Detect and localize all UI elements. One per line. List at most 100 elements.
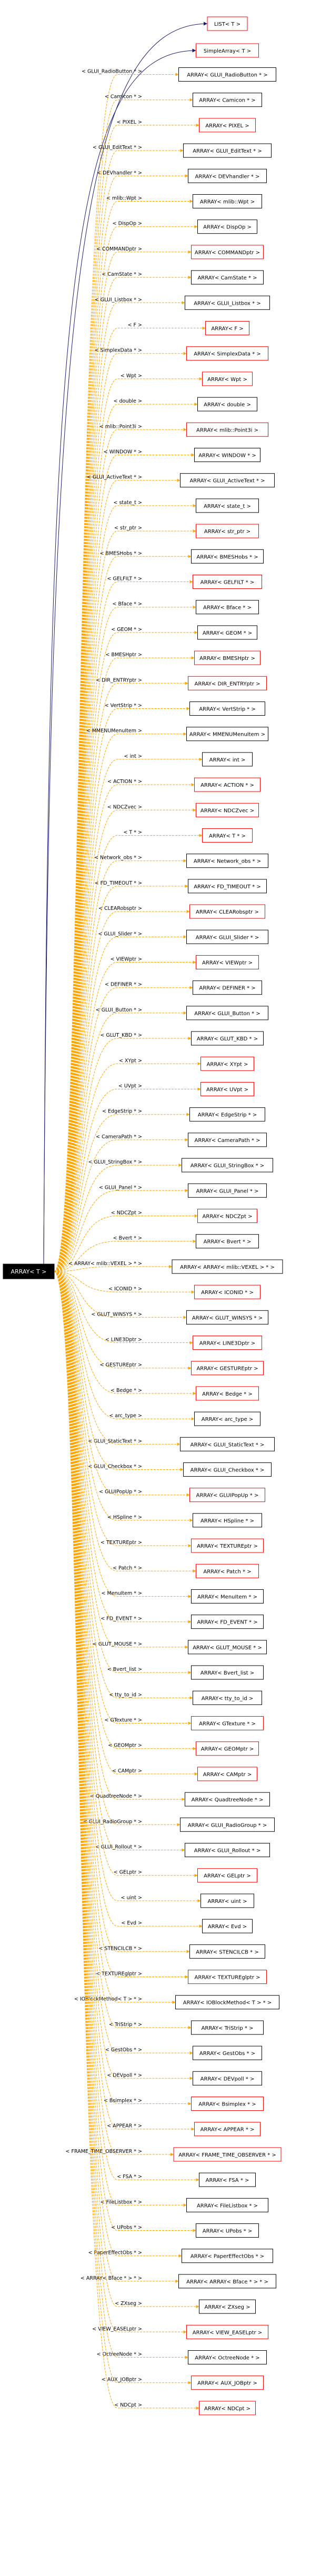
instantiation-node[interactable]: ARRAY< GELFILT * > xyxy=(193,575,262,589)
instantiation-node[interactable]: ARRAY< ICONID * > xyxy=(194,1285,260,1299)
instantiation-node[interactable]: ARRAY< str_ptr > xyxy=(196,524,259,538)
instantiation-node[interactable]: ARRAY< GLUI_StringBox * > xyxy=(182,1158,273,1172)
instantiation-node[interactable]: ARRAY< TEXTUREptr > xyxy=(191,1538,264,1553)
instantiation-node[interactable]: ARRAY< DIR_ENTRYptr > xyxy=(188,676,267,690)
instantiation-node[interactable]: ARRAY< F > xyxy=(205,321,249,335)
instantiation-node[interactable]: ARRAY< EdgeStrip * > xyxy=(189,1107,265,1122)
instantiation-node[interactable]: ARRAY< GLUT_MOUSE * > xyxy=(188,1640,267,1655)
instantiation-node[interactable]: ARRAY< GLUI_Listbox * > xyxy=(185,295,270,310)
instantiation-node[interactable]: ARRAY< Bvert_list > xyxy=(191,1665,264,1680)
instantiation-node[interactable]: ARRAY< GLUI_Checkbox * > xyxy=(183,1462,272,1477)
instantiation-node[interactable]: ARRAY< GLUI_Button * > xyxy=(186,1006,268,1020)
instantiation-node[interactable]: ARRAY< NDCZpt > xyxy=(197,1209,257,1223)
instantiation-node[interactable]: ARRAY< QuadtreeNode * > xyxy=(185,1792,270,1807)
instantiation-node[interactable]: ARRAY< OctreeNode * > xyxy=(188,2350,267,2364)
instantiation-node[interactable]: ARRAY< GLUT_WINSYS * > xyxy=(186,1310,268,1325)
instantiation-node[interactable]: ARRAY< PaperEffectObs * > xyxy=(182,2249,273,2263)
instantiation-node[interactable]: ARRAY< GEOMptr > xyxy=(196,1741,259,1756)
instantiation-node[interactable]: ARRAY< GLUIPopUp * > xyxy=(189,1488,265,1502)
instantiation-node[interactable]: ARRAY< DEVpoll * > xyxy=(193,2071,262,2086)
instantiation-node[interactable]: ARRAY< GLUI_ActiveText * > xyxy=(180,473,275,488)
instantiation-node[interactable]: ARRAY< GLUI_Slider * > xyxy=(186,929,268,944)
instantiation-node[interactable]: ARRAY< tty_to_id > xyxy=(193,1690,262,1705)
instantiation-node[interactable]: ARRAY< ARRAY< Bface * > * > xyxy=(178,2274,276,2289)
instantiation-node[interactable]: ARRAY< VertStrip * > xyxy=(189,701,265,716)
instantiation-node[interactable]: ARRAY< GLUI_RadioGroup * > xyxy=(180,1817,275,1832)
template-edge-label: < EdgeStrip * > xyxy=(102,1109,142,1115)
instantiation-node[interactable]: ARRAY< DEFINER * > xyxy=(193,980,262,995)
instantiation-node[interactable]: ARRAY< XYpt > xyxy=(200,1056,254,1071)
instantiation-node[interactable]: ARRAY< NDCpt > xyxy=(199,2401,256,2415)
base-node[interactable]: LIST< T > xyxy=(207,16,248,31)
instantiation-node[interactable]: ARRAY< CAMptr > xyxy=(197,1767,257,1781)
instantiation-node[interactable]: ARRAY< arc_type > xyxy=(194,1411,260,1426)
root-node[interactable]: ARRAY< T > xyxy=(3,1264,55,1279)
instantiation-node[interactable]: ARRAY< Wpt > xyxy=(202,372,253,386)
instantiation-node[interactable]: ARRAY< Evd > xyxy=(202,1919,253,1933)
instantiation-node[interactable]: ARRAY< IOBlockMethod< T > * > xyxy=(175,1995,279,2010)
instantiation-node[interactable]: ARRAY< APPEAR * > xyxy=(194,2122,260,2137)
instantiation-node[interactable]: ARRAY< Bedge * > xyxy=(196,1386,259,1401)
instantiation-node-box xyxy=(191,2375,264,2390)
instantiation-node[interactable]: ARRAY< GELptr > xyxy=(197,1868,257,1883)
instantiation-node[interactable]: ARRAY< FD_TIMEOUT * > xyxy=(188,879,267,894)
instantiation-node[interactable]: ARRAY< mlib::Point3i > xyxy=(186,422,268,437)
instantiation-node[interactable]: ARRAY< uint > xyxy=(200,1893,254,1908)
instantiation-node[interactable]: ARRAY< FileListbox * > xyxy=(186,2198,268,2212)
instantiation-node[interactable]: ARRAY< double > xyxy=(197,397,257,412)
instantiation-node[interactable]: ARRAY< Bsimplex * > xyxy=(191,2097,264,2111)
instantiation-node[interactable]: ARRAY< DispOp > xyxy=(197,219,257,234)
instantiation-node[interactable]: ARRAY< CLEARobsptr > xyxy=(189,904,265,919)
instantiation-node[interactable]: ARRAY< PIXEL > xyxy=(199,118,256,133)
instantiation-node[interactable]: ARRAY< GLUI_Panel * > xyxy=(188,1183,267,1198)
instantiation-node[interactable]: ARRAY< GLUI_StaticText * > xyxy=(180,1437,275,1451)
instantiation-node[interactable]: ARRAY< ZXseg > xyxy=(199,2299,256,2314)
instantiation-node[interactable]: ARRAY< Bvert * > xyxy=(196,1234,259,1249)
instantiation-node[interactable]: ARRAY< FSA * > xyxy=(199,2172,256,2187)
instantiation-node[interactable]: ARRAY< FD_EVENT * > xyxy=(191,1615,264,1629)
instantiation-node[interactable]: ARRAY< CamState * > xyxy=(191,270,264,285)
instantiation-node[interactable]: ARRAY< ACTION * > xyxy=(194,777,260,792)
instantiation-node[interactable]: ARRAY< LINE3Dptr > xyxy=(193,1336,262,1350)
instantiation-node[interactable]: ARRAY< NDCZvec > xyxy=(196,803,259,817)
instantiation-node[interactable]: ARRAY< AUX_JOBptr > xyxy=(191,2375,264,2390)
instantiation-node[interactable]: ARRAY< T * > xyxy=(202,828,253,843)
base-node[interactable]: SimpleArray< T > xyxy=(196,43,259,58)
instantiation-node[interactable]: ARRAY< UVpt > xyxy=(200,1082,254,1096)
instantiation-node[interactable]: ARRAY< mlib::Wpt > xyxy=(193,194,262,208)
instantiation-node[interactable]: ARRAY< CameraPath * > xyxy=(188,1132,267,1147)
instantiation-node[interactable]: ARRAY< GLUI_Rollout * > xyxy=(185,1843,270,1857)
instantiation-node[interactable]: ARRAY< BMESHobs * > xyxy=(191,549,264,564)
instantiation-node[interactable]: ARRAY< GEOM * > xyxy=(197,625,257,640)
instantiation-node[interactable]: ARRAY< VIEW_EASELptr > xyxy=(186,2324,268,2339)
instantiation-node[interactable]: ARRAY< TriStrip * > xyxy=(191,2020,264,2035)
instantiation-node[interactable]: ARRAY< TEXTUREglptr > xyxy=(188,1970,267,1984)
instantiation-node[interactable]: ARRAY< STENCILCB * > xyxy=(189,1944,265,1959)
instantiation-node[interactable]: ARRAY< MenuItem * > xyxy=(191,1589,264,1603)
instantiation-node[interactable]: ARRAY< GLUI_EditText * > xyxy=(183,143,272,158)
instantiation-node[interactable]: ARRAY< GTexture * > xyxy=(191,1716,264,1730)
instantiation-node[interactable]: ARRAY< state_t > xyxy=(196,498,259,513)
instantiation-node[interactable]: ARRAY< FRAME_TIME_OBSERVER * > xyxy=(173,2147,282,2162)
instantiation-node[interactable]: ARRAY< WINDOW * > xyxy=(194,448,260,462)
instantiation-node[interactable]: ARRAY< UPobs * > xyxy=(196,2223,259,2238)
instantiation-node[interactable]: ARRAY< Bface * > xyxy=(196,600,259,615)
instantiation-node[interactable]: ARRAY< Network_obs * > xyxy=(186,854,268,868)
instantiation-node[interactable]: ARRAY< GLUI_RadioButton * > xyxy=(178,67,276,82)
instantiation-node[interactable]: ARRAY< int > xyxy=(202,752,253,767)
instantiation-node[interactable]: ARRAY< VIEWptr > xyxy=(196,955,259,969)
instantiation-node[interactable]: ARRAY< GESTUREptr > xyxy=(191,1361,264,1376)
instantiation-node[interactable]: ARRAY< Patch * > xyxy=(196,1563,259,1578)
instantiation-node[interactable]: ARRAY< BMESHptr > xyxy=(194,650,260,665)
instantiation-node[interactable]: ARRAY< ARRAY< mlib::VEXEL > * > xyxy=(172,1259,283,1274)
instantiation-node[interactable]: ARRAY< MMENUMenuItem > xyxy=(186,727,268,741)
instantiation-node[interactable]: ARRAY< HSpline * > xyxy=(193,1513,262,1528)
instantiation-node[interactable]: ARRAY< DEVhandler * > xyxy=(188,168,267,183)
instantiation-node[interactable]: ARRAY< GestObs * > xyxy=(193,2046,262,2060)
template-edge xyxy=(54,1271,192,1675)
instantiation-node[interactable]: ARRAY< GLUT_KBD * > xyxy=(191,1031,264,1046)
instantiation-node[interactable]: ARRAY< SimplexData * > xyxy=(186,346,268,361)
template-edge xyxy=(54,960,196,1272)
instantiation-node[interactable]: ARRAY< COMMANDptr > xyxy=(191,245,264,259)
instantiation-node[interactable]: ARRAY< Camicon * > xyxy=(193,93,262,107)
